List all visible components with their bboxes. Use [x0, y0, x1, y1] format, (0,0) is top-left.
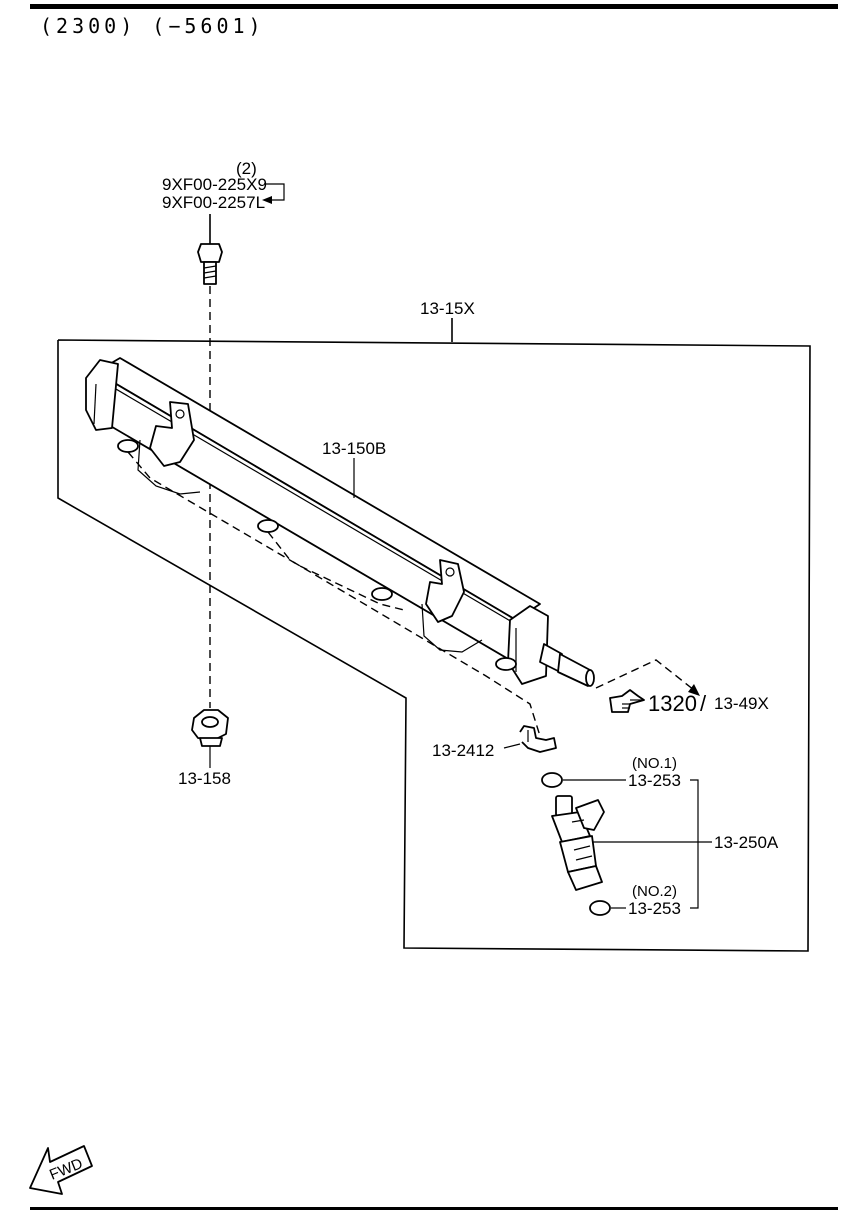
- reference-separator: /: [700, 691, 707, 716]
- oring-lower-note: (NO.2): [632, 883, 677, 900]
- top-border: [30, 4, 838, 9]
- oring-group-bracket: [690, 779, 699, 909]
- fuel-line-reference-path: [595, 659, 695, 691]
- injector-part[interactable]: [551, 795, 605, 891]
- clip-label: 13-2412: [432, 741, 494, 760]
- oring-lower-label: 13-253: [628, 899, 681, 918]
- fwd-label: FWD: [47, 1155, 85, 1184]
- injector-axis-lines: [127, 451, 405, 611]
- reference-part-label[interactable]: 13-49X: [714, 694, 769, 713]
- insulator-label: 13-158: [178, 769, 231, 788]
- bracket-arrow: [262, 196, 272, 204]
- bolt-part[interactable]: [197, 243, 223, 285]
- injector-axis-lines-2: [267, 531, 541, 737]
- reference-number-label[interactable]: 1320: [648, 691, 697, 716]
- oring-upper-label: 13-253: [628, 771, 681, 790]
- bolt-qty-label: (2): [236, 159, 257, 178]
- pointing-hand-icon: [609, 689, 645, 713]
- insulator-part[interactable]: [191, 709, 229, 747]
- assembly-label: 13-15X: [420, 299, 475, 318]
- oring-lower-part[interactable]: [589, 900, 611, 916]
- assembly-boundary: [57, 339, 811, 952]
- bolt-label-bracket: [264, 183, 285, 201]
- oring-upper-note: (NO.1): [632, 755, 677, 772]
- bolt-part-a-label: 9XF00-225X9: [162, 175, 267, 194]
- clip-part[interactable]: [519, 725, 557, 753]
- model-code-header: (2300) (−5601): [40, 14, 265, 38]
- oring-upper-part[interactable]: [541, 772, 563, 788]
- fuel-rail-part[interactable]: [85, 357, 595, 687]
- fwd-arrow-icon: [29, 1145, 93, 1195]
- reference-arrowhead: [688, 684, 700, 696]
- bolt-part-b-label: 9XF00-2257L: [162, 193, 265, 212]
- clip-leader: [503, 743, 521, 749]
- fuel-rail-label: 13-150B: [322, 439, 386, 458]
- bottom-border: [30, 1207, 838, 1210]
- injector-label: 13-250A: [714, 833, 779, 852]
